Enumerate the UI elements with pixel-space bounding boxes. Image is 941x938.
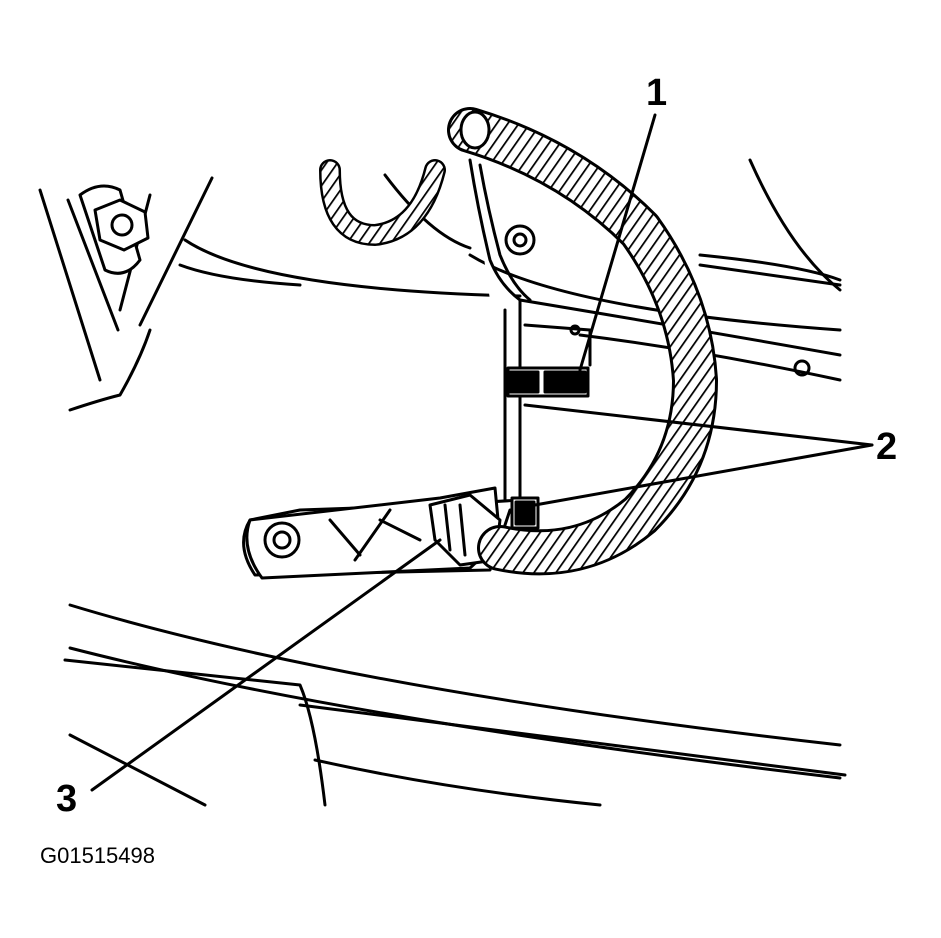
body-panel-lines: [38, 158, 842, 412]
callout-2: 2: [876, 426, 898, 468]
upper-left-bolt: [78, 184, 150, 275]
leader-lines: [90, 113, 874, 792]
small-harness: [319, 159, 446, 246]
lower-panel-lines: [63, 603, 847, 807]
main-harness-conduit: [447, 107, 718, 576]
figure-id: G01515498: [40, 843, 155, 868]
harness-clips: [506, 366, 590, 530]
callout-3: 3: [56, 778, 78, 820]
callout-1: 1: [646, 72, 668, 114]
